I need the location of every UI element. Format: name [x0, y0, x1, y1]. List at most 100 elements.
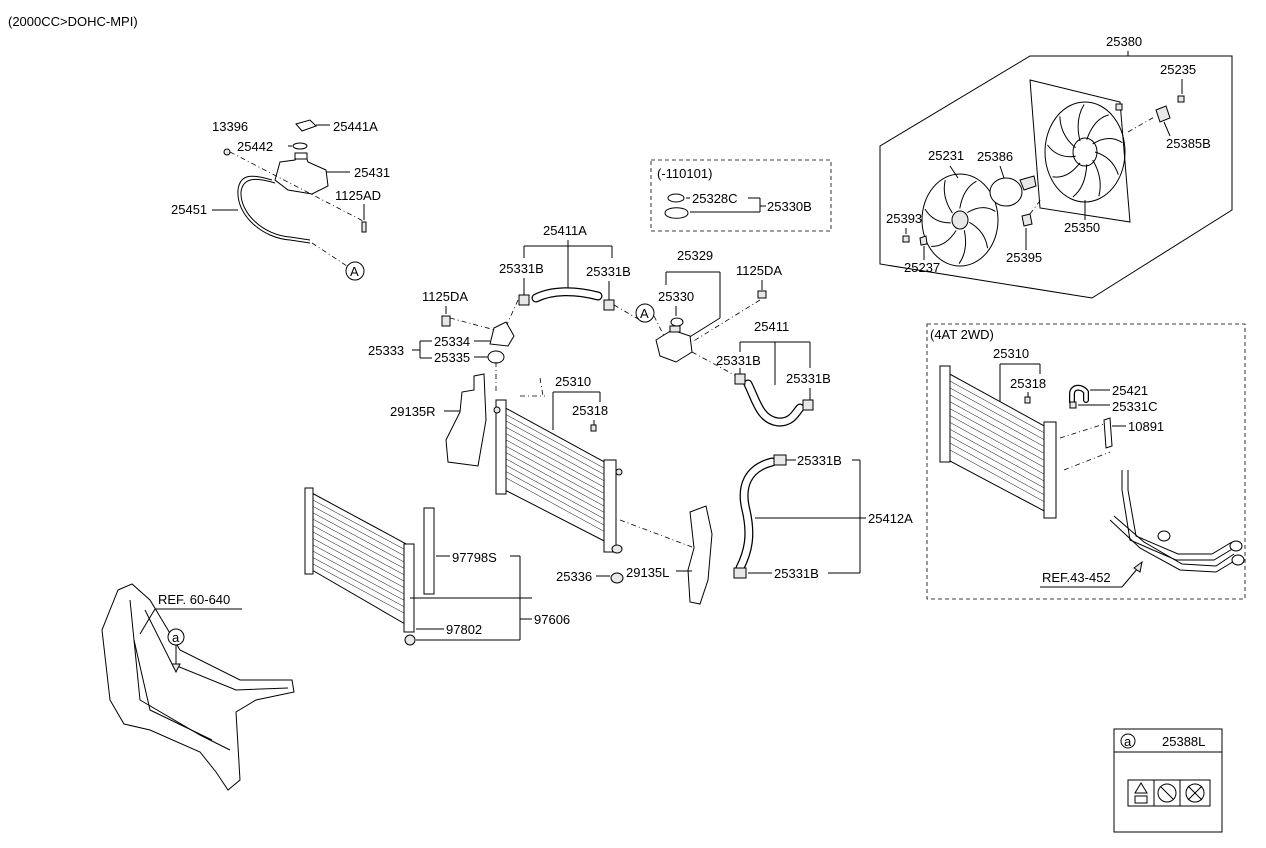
connector-a-marker — [345, 261, 365, 281]
front-frame-icon — [101, 583, 295, 791]
part-25331c: 25331C — [1112, 399, 1158, 414]
seal-ring-icon — [292, 142, 308, 150]
fan-hazard-icon — [1185, 783, 1205, 803]
part-25331b-3: 25331B — [716, 353, 761, 368]
overflow-hose-icon — [237, 175, 311, 244]
o-ring-icon — [667, 193, 685, 203]
part-25395: 25395 — [1006, 250, 1042, 265]
part-25318-b: 25318 — [1010, 376, 1046, 391]
fin-line — [502, 444, 614, 505]
condenser-group: 97798S 97606 97802 — [304, 487, 570, 646]
reservoir-tank-icon — [274, 155, 329, 195]
fin-line — [504, 470, 616, 532]
hand-prohibited-icon — [1157, 783, 1177, 803]
part-25334: 25334 — [434, 334, 470, 349]
part-25333: 25333 — [368, 343, 404, 358]
screw-icon — [223, 148, 231, 156]
gasket-icon — [664, 207, 689, 219]
part-25411a: 25411A — [543, 223, 587, 238]
fin-line — [946, 406, 1050, 464]
fin-line — [503, 457, 615, 519]
blade-line — [1094, 151, 1119, 175]
part-29135l: 29135L — [626, 565, 669, 580]
air-guard-left: 29135L 25336 — [556, 505, 713, 605]
blade-line — [1047, 144, 1076, 158]
condenser-bushing-icon — [404, 634, 416, 646]
fin-line — [947, 427, 1050, 485]
blade-line — [1092, 138, 1123, 145]
fin-line — [312, 563, 413, 618]
hose-clamp-icon — [773, 454, 787, 466]
blade-line — [1086, 114, 1109, 140]
fin-line — [947, 413, 1050, 471]
part-25441a: 25441A — [333, 119, 378, 134]
part-97802: 97802 — [446, 622, 482, 637]
part-25380: 25380 — [1106, 34, 1142, 49]
fan-assembly-box: 25380 25235 25385B 25350 25231 25386 253… — [879, 34, 1233, 299]
ref-43-452: REF.43-452 — [1042, 570, 1111, 585]
reservoir-cap-icon — [295, 119, 317, 132]
part-25331b-5: 25331B — [797, 453, 842, 468]
part-25330: 25330 — [658, 289, 694, 304]
part-25231: 25231 — [928, 148, 964, 163]
lower-hose-group: 25411 25331B 25331B — [716, 319, 831, 427]
bolt-icon — [757, 290, 767, 299]
part-97606: 97606 — [534, 612, 570, 627]
blade-line — [1077, 104, 1085, 142]
fin-line — [311, 530, 412, 586]
hose-clamp-icon — [802, 399, 814, 411]
dryer-strip-icon — [423, 507, 435, 595]
part-25331b-4: 25331B — [786, 371, 831, 386]
fin-line — [504, 464, 615, 525]
part-1125da-2: 1125DA — [736, 263, 782, 278]
blade-line — [1052, 162, 1081, 178]
fan-box-outline — [879, 55, 1233, 299]
part-10891: 10891 — [1128, 419, 1164, 434]
part-25335: 25335 — [434, 350, 470, 365]
fin-line — [310, 504, 411, 560]
bolt-icon — [441, 315, 451, 327]
fin-line — [501, 431, 613, 492]
part-25331b-2: 25331B — [586, 264, 631, 279]
fin-line — [946, 385, 1049, 443]
part-25442: 25442 — [237, 139, 273, 154]
label-a: a — [172, 630, 180, 645]
hose-clamp-icon — [603, 299, 615, 311]
bolt-icon — [361, 221, 367, 233]
part-25451: 25451 — [171, 202, 207, 217]
part-13396: 13396 — [212, 119, 248, 134]
engine-spec-title: (2000CC>DOHC-MPI) — [8, 14, 138, 29]
fan-blade-icon — [921, 173, 999, 267]
part-25385b: 25385B — [1166, 136, 1211, 151]
hose-clamp-icon — [733, 567, 747, 579]
part-25393: 25393 — [886, 211, 922, 226]
fin-line — [310, 517, 411, 573]
oil-cooler-fitting-icon — [1103, 417, 1113, 449]
hose-clamp-icon — [1069, 401, 1077, 409]
blade-line — [1059, 116, 1076, 149]
screw-icon — [1177, 95, 1185, 103]
radiator-main: 25310 25318 — [493, 374, 623, 554]
fin-line — [947, 420, 1050, 478]
fin-line — [310, 498, 411, 553]
rubber-mount-icon — [610, 572, 624, 584]
legend-box: a 25388L — [1113, 728, 1223, 833]
blade-line — [967, 207, 996, 214]
part-25310: 25310 — [555, 374, 591, 389]
fin-line — [946, 399, 1049, 457]
part-25318: 25318 — [572, 403, 608, 418]
blade-line — [1072, 164, 1088, 198]
hose-clamp-icon — [518, 294, 530, 306]
part-25421: 25421 — [1112, 383, 1148, 398]
fin-line — [946, 378, 1049, 436]
blade-line — [958, 230, 967, 264]
part-25431: 25431 — [354, 165, 390, 180]
fin-line — [500, 417, 612, 479]
mount-group: 1125DA 25334 25333 25335 — [368, 289, 515, 392]
at-2wd-box: (4AT 2WD) 25310 25318 25421 25331C 10891 — [926, 323, 1246, 600]
fin-line — [946, 392, 1049, 450]
part-25328c: 25328C — [692, 191, 738, 206]
fin-line — [947, 441, 1051, 499]
connector-a-label: A — [350, 264, 359, 279]
